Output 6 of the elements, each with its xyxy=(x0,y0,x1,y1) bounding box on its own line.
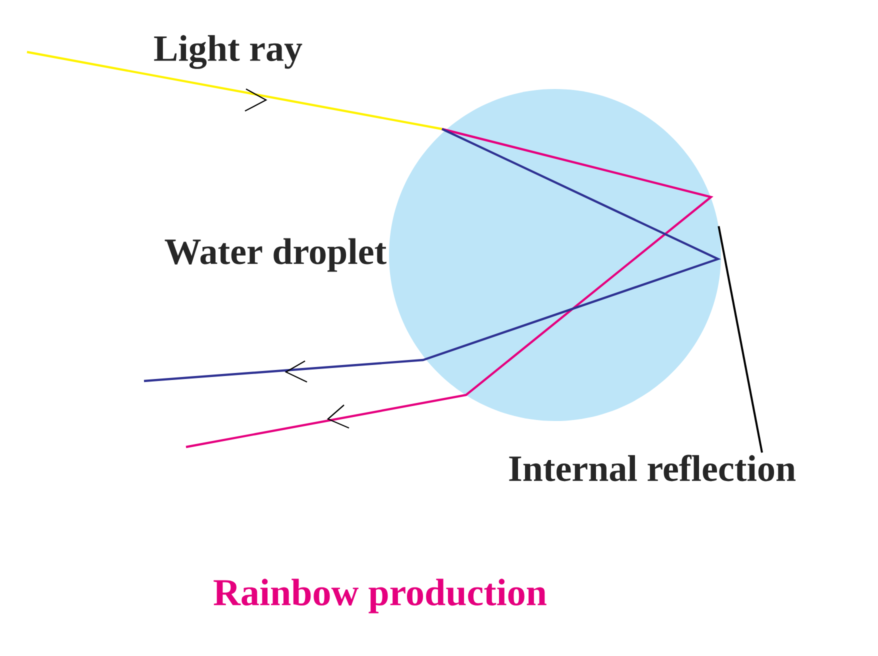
label-text: Internal reflection xyxy=(509,454,796,482)
water-droplet: Water droplet xyxy=(164,89,721,421)
ray-label: Light ray xyxy=(154,35,302,69)
caption: Rainbow production xyxy=(214,578,546,614)
leader-line xyxy=(718,226,763,453)
node-label: Water droplet xyxy=(164,238,386,272)
